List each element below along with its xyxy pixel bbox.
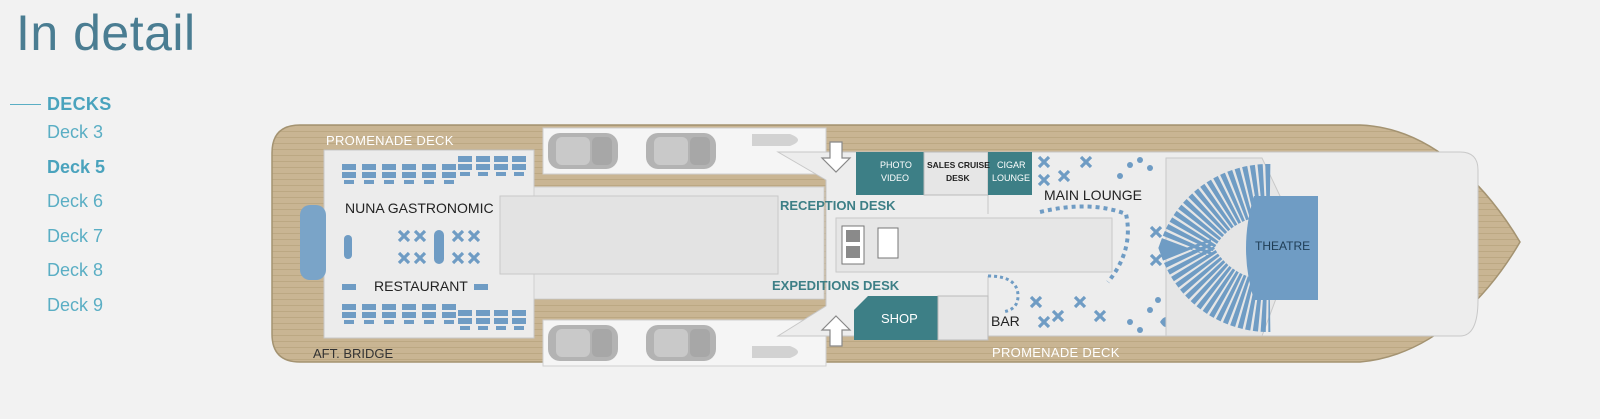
deck-link-9[interactable]: Deck 9 (47, 294, 104, 315)
elevator-car-icon (846, 230, 860, 242)
vehicle-top-1 (548, 133, 618, 169)
expeditions-desk-label: EXPEDITIONS DESK (772, 278, 900, 293)
sales-cruise-label-1: SALES CRUISE (927, 160, 990, 170)
cigar-lounge-room (988, 152, 1032, 195)
restaurant-name-label: NUNA GASTRONOMIC (345, 200, 494, 216)
nav-indicator-line (10, 103, 41, 105)
cigar-lounge-label-1: CIGAR (997, 160, 1026, 170)
bar-counter (987, 274, 1020, 314)
reception-void (835, 217, 1113, 273)
boat-top (752, 134, 798, 146)
deck-navigation: DECKS Deck 3 Deck 5 Deck 6 Deck 7 Deck 8… (10, 92, 250, 327)
theatre-seating (1158, 157, 1318, 337)
deck-nav-heading: DECKS (47, 93, 112, 114)
shop-label: SHOP (881, 311, 918, 326)
aft-bulge (300, 205, 326, 280)
deck-link-5[interactable]: Deck 5 (47, 156, 106, 177)
restaurant-tables (342, 156, 526, 330)
deck-nav-header: DECKS (10, 92, 250, 116)
storage-room (937, 295, 989, 341)
deck-link-7[interactable]: Deck 7 (47, 225, 104, 246)
main-lounge-label: MAIN LOUNGE (1044, 187, 1142, 203)
boat-bottom (752, 346, 798, 358)
photo-video-room (856, 152, 924, 195)
promenade-deck-label-top: PROMENADE DECK (326, 133, 454, 148)
reception-desk-label: RECEPTION DESK (780, 198, 896, 213)
vehicle-top-2 (646, 133, 716, 169)
photo-video-label-2: VIDEO (881, 173, 909, 183)
vehicle-bottom-2 (646, 325, 716, 361)
corridor-void (499, 195, 779, 275)
sales-cruise-label-2: DESK (946, 173, 970, 183)
elevator-car-icon (846, 246, 860, 258)
deck-link-6[interactable]: Deck 6 (47, 191, 104, 211)
shop-room (854, 296, 938, 340)
theatre-label: THEATRE (1255, 239, 1310, 253)
bar-label: BAR (991, 313, 1020, 329)
cigar-lounge-label-2: LOUNGE (992, 173, 1030, 183)
restaurant-label: RESTAURANT (374, 278, 468, 294)
stair-icon (877, 227, 899, 259)
deck-link-3[interactable]: Deck 3 (47, 122, 104, 142)
deck-link-8[interactable]: Deck 8 (47, 260, 104, 280)
page-title: In detail (16, 5, 196, 61)
promenade-deck-label-bottom: PROMENADE DECK (992, 345, 1120, 360)
photo-video-label-1: PHOTO (880, 160, 912, 170)
stairs-up-icon (820, 315, 852, 347)
vehicle-bottom-1 (548, 325, 618, 361)
stairs-down-icon (820, 141, 852, 173)
deck-list: Deck 3 Deck 5 Deck 6 Deck 7 Deck 8 Deck … (10, 120, 250, 327)
aft-bridge-label: AFT. BRIDGE (313, 346, 394, 361)
sales-cruise-desk-room (923, 151, 989, 196)
